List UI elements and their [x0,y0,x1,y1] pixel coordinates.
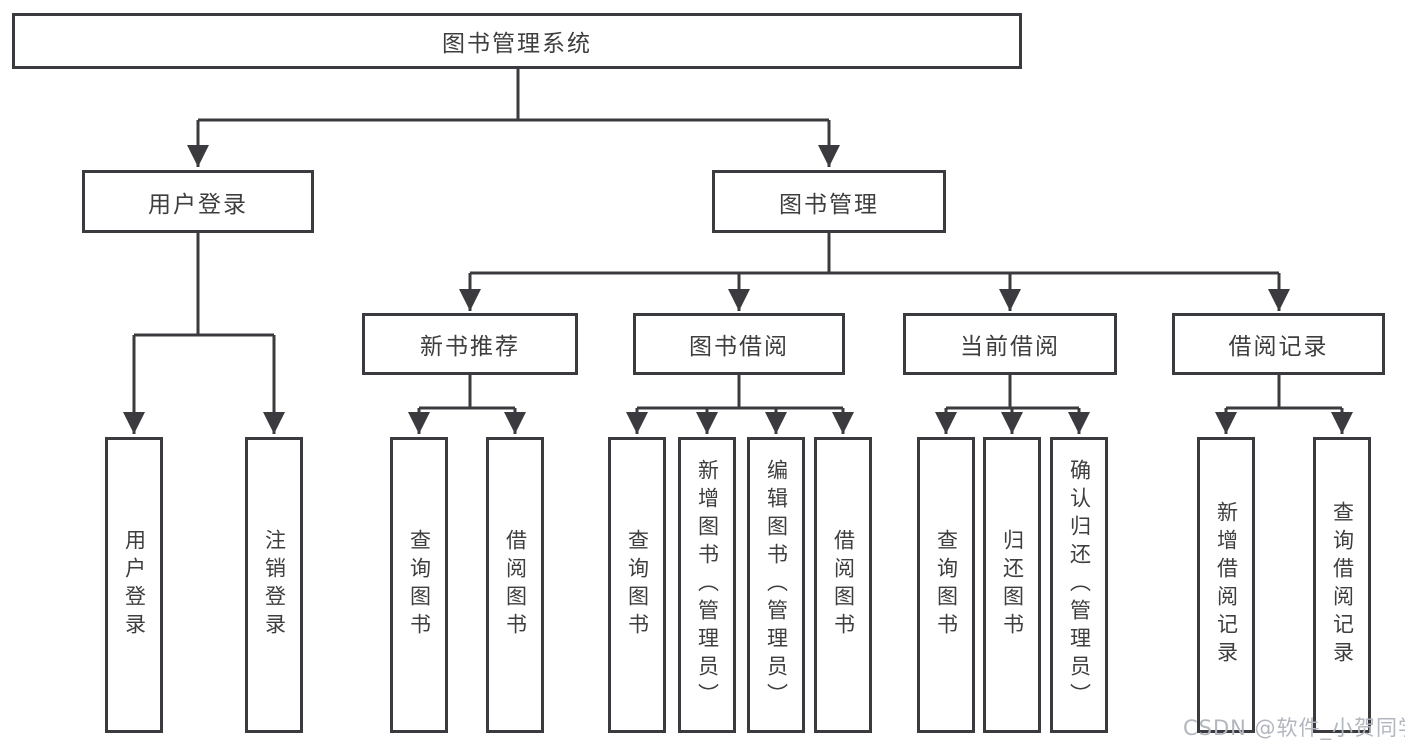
node-label: 当前借阅 [960,334,1060,360]
leaf-label: 确认归还（管理员） [1067,459,1092,711]
node-user-login: 用户登录 [82,170,314,233]
node-current-borrow: 当前借阅 [903,313,1117,375]
leaf-borrow-book: 借阅图书 [814,437,872,733]
leaf-query-book: 查询图书 [608,437,666,733]
leaf-borrow-book: 借阅图书 [486,437,544,733]
leaf-label: 新增借阅记录 [1214,501,1239,669]
leaf-label: 归还图书 [1000,529,1025,641]
leaf-confirm-return-admin: 确认归还（管理员） [1050,437,1108,733]
leaf-add-book-admin: 新增图书（管理员） [678,437,736,733]
node-new-book-recommend: 新书推荐 [362,313,578,375]
leaf-add-borrow-record: 新增借阅记录 [1197,437,1255,733]
node-label: 新书推荐 [420,334,520,360]
leaf-user-login: 用户登录 [105,437,163,733]
node-label: 图书管理 [779,191,879,218]
leaf-label: 编辑图书（管理员） [764,459,789,711]
leaf-label: 用户登录 [122,529,147,641]
csdn-watermark: CSDN @软件_小贺同学 [1183,716,1405,740]
leaf-query-book: 查询图书 [390,437,448,733]
leaf-label: 查询图书 [407,529,432,641]
leaf-label: 新增图书（管理员） [695,459,720,711]
leaf-edit-book-admin: 编辑图书（管理员） [747,437,805,733]
node-label: 图书管理系统 [442,31,592,57]
node-borrow-records: 借阅记录 [1172,313,1385,375]
node-label: 用户登录 [148,191,248,218]
leaf-label: 借阅图书 [503,529,528,641]
node-label: 借阅记录 [1228,334,1329,360]
node-library-system: 图书管理系统 [12,13,1022,69]
leaf-label: 借阅图书 [831,529,856,641]
connector-tree [123,69,1353,434]
leaf-label: 查询借阅记录 [1330,501,1355,669]
leaf-label: 注销登录 [262,529,287,641]
leaf-query-borrow-record: 查询借阅记录 [1313,437,1371,733]
node-book-management: 图书管理 [712,170,946,233]
node-label: 图书借阅 [689,334,789,360]
leaf-label: 查询图书 [934,529,959,641]
leaf-return-book: 归还图书 [983,437,1041,733]
leaf-label: 查询图书 [625,529,650,641]
node-book-borrow: 图书借阅 [633,313,845,375]
leaf-logout: 注销登录 [245,437,303,733]
leaf-query-book: 查询图书 [917,437,975,733]
